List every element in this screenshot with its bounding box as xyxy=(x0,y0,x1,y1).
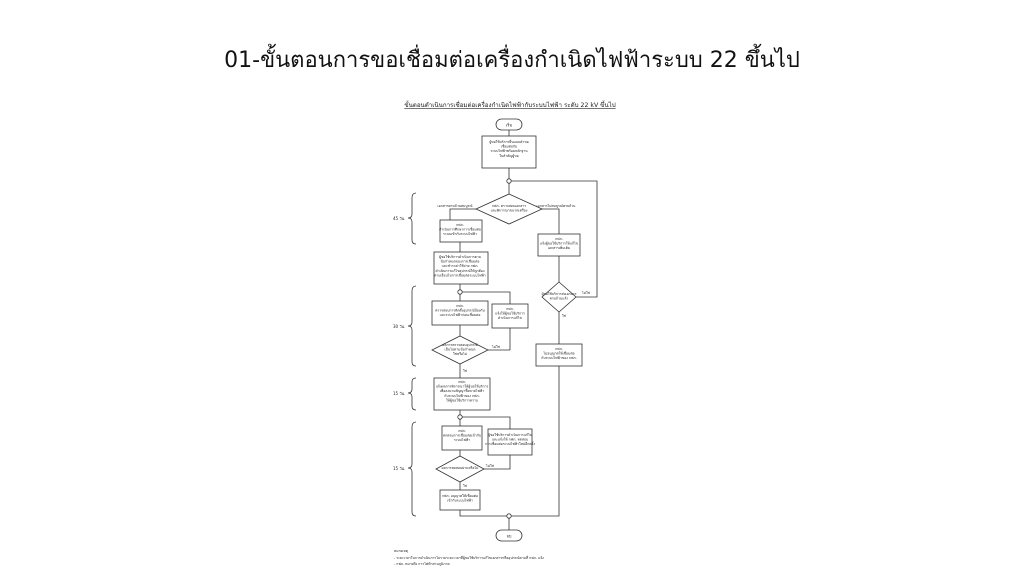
request-docs-step: กฟภ.แจ้งผู้ขอใช้บริการให้แก้ไขเอกสารเพิ่… xyxy=(537,233,581,257)
step-text-line: ระบบเข้ากับระบบไฟฟ้า xyxy=(443,232,477,236)
notes-title: หมายเหตุ xyxy=(394,549,408,554)
flowchart-heading: ขั้นตอนดำเนินการเชื่อมต่อเครื่องกำเนิดไฟ… xyxy=(404,100,615,109)
step-text-line: ผู้ขอใช้บริการดำเนินการตาม xyxy=(439,255,481,259)
step-text-line: เชื่อมต่อกับ xyxy=(501,144,517,149)
step-text-line: ให้ผู้ขอใช้บริการทราบ xyxy=(446,398,478,402)
step-text-line: กฟภ. xyxy=(456,223,464,227)
step-text-line: ผู้ขอใช้บริการดำเนินการแก้ไข xyxy=(488,433,533,437)
step-text-line: และชำระค่าใช้จ่าย กฟภ. xyxy=(442,264,479,268)
step-text-line: ผู้ขอใช้บริการยื่นแบบคำขอ xyxy=(489,139,528,144)
duration-label: 30 วัน xyxy=(393,324,405,329)
notify-result-step: ผู้ขอใช้บริการดำเนินการตามข้อกำหนดของการ… xyxy=(433,251,489,285)
duration-label: 15 วัน xyxy=(393,466,405,471)
decision-test: ผลการทดสอบผ่านหรือไม่ xyxy=(435,455,485,483)
start-label: เริ่ม xyxy=(506,123,513,128)
step-text-line: และพิจารณาขนาดเครื่อง xyxy=(491,208,528,213)
step-text-line: ใช่หรือไม่ xyxy=(453,351,467,356)
study-step: กฟภ.ดำเนินการศึกษาการเชื่อมต่อระบบเข้ากั… xyxy=(439,219,483,243)
cod-step: กฟภ. อนุญาตให้เชื่อมต่อเข้ากับระบบไฟฟ้า xyxy=(439,489,481,511)
step-text-line: เป็นไปตามข้อกำหนด xyxy=(445,346,476,352)
step-text-line: กฟภ. xyxy=(506,307,514,311)
step-text-line: ใบสำคัญผู้ขอ xyxy=(499,154,518,158)
branch-left-label: เอกสารครบถ้วนสมบูรณ์ xyxy=(438,204,474,208)
step-text-line: เอกสารเพิ่มเติม xyxy=(548,245,570,250)
duration-label: 45 วัน xyxy=(393,216,405,221)
contract-step: กฟภ.แจ้งผลการพิจารณาให้ผู้ขอใช้บริการเพื… xyxy=(433,377,491,411)
step-text-line: ดำเนินการแก้ไขอุปกรณ์ให้ถูกต้อง xyxy=(435,269,484,274)
step-text-line: กฟภ. ตรวจสอบเอกสาร xyxy=(492,204,526,208)
yes-label: ใช่ xyxy=(463,484,468,488)
decision-inspect: ผลการตรวจสอบอุปกรณ์เป็นไปตามข้อกำหนดใช่ห… xyxy=(431,335,489,365)
step-text-line: แจ้งผู้ขอใช้บริการให้แก้ไข xyxy=(540,242,579,246)
step-text-line: และระบบไฟฟ้าก่อนเชื่อมต่อ xyxy=(440,312,481,317)
applicant-step: ผู้ขอใช้บริการยื่นแบบคำขอเชื่อมต่อกับระบ… xyxy=(481,135,537,169)
duration-label: 15 วัน xyxy=(393,391,405,396)
fix-notice-step: กฟภ.แจ้งให้ผู้ขอใช้บริการดำเนินการแก้ไข xyxy=(491,303,529,329)
connector xyxy=(457,414,463,420)
notes-line: - กฟภ. หมายถึง การไฟฟ้าส่วนภูมิภาค xyxy=(394,562,450,566)
step-text-line: กฟภ. อนุญาตให้เชื่อมต่อ xyxy=(442,493,478,499)
branch-right-label: เอกสารไม่สมบูรณ์ครบถ้วน xyxy=(537,204,577,208)
step-text-line: กฟภ. xyxy=(555,237,563,241)
flowchart: ขั้นตอนดำเนินการเชื่อมต่อเครื่องกำเนิดไฟ… xyxy=(393,100,616,566)
test-connect-step: กฟภ.ทดสอบการเชื่อมต่อเข้ากับระบบไฟฟ้า xyxy=(441,425,483,451)
reject-step: กฟภ.ไม่อนุญาตให้เชื่อมต่อกับระบบไฟฟ้าของ… xyxy=(535,343,583,367)
no-label: ไม่ใช่ xyxy=(581,291,591,295)
connector xyxy=(506,178,512,184)
step-text-line: กฟภ. xyxy=(555,347,563,351)
step-text-line: ดำเนินการศึกษาการเชื่อมต่อ xyxy=(439,227,481,232)
step-text-line: ข้อกำหนดของการเชื่อมต่อ xyxy=(441,259,480,264)
step-text-line: ผลการทดสอบผ่านหรือไม่ xyxy=(442,465,479,470)
step-text-line: กฟภ. xyxy=(458,429,466,433)
step-text-line: กฟภ. xyxy=(458,380,466,384)
step-text-line: กับระบบไฟฟ้าของ กฟภ. xyxy=(444,394,479,398)
slide-title: 01-ขั้นตอนการขอเชื่อมต่อเครื่องกำเนิดไฟฟ… xyxy=(224,48,800,73)
step-text-line: ระบบไฟฟ้า xyxy=(454,438,470,442)
step-text-line: แจ้งผลการพิจารณาให้ผู้ขอใช้บริการ xyxy=(436,385,489,389)
notes-line: - ระยะเวลาในการดำเนินการไม่รวมระยะเวลาที… xyxy=(394,555,544,561)
no-label: ไม่ใช่ xyxy=(491,345,501,349)
step-text-line: เข้ากับระบบไฟฟ้า xyxy=(447,499,473,503)
step-text-line: กฟภ. xyxy=(456,304,464,308)
end-label: จบ xyxy=(507,534,512,539)
step-text-line: ทดสอบการเชื่อมต่อเข้ากับ xyxy=(443,433,481,438)
connector xyxy=(506,513,512,519)
inspect-step: กฟภ.ตรวจสอบการติดตั้งอุปกรณ์ป้องกันและระ… xyxy=(431,300,489,326)
step-text-line: ตามเงื่อนไขการเชื่อมต่อระบบไฟฟ้า xyxy=(434,272,486,277)
step-text-line: ผู้ขอใช้บริการส่งเอกสาร xyxy=(542,292,577,296)
step-text-line: ผลการตรวจสอบอุปกรณ์ xyxy=(442,343,478,348)
step-text-line: และแจ้งให้ กฟภ. ทดสอบ xyxy=(492,438,528,442)
connector xyxy=(457,289,463,295)
step-text-line: ระบบไฟฟ้าพร้อมหลักฐาน xyxy=(490,149,528,153)
step-text-line: ตรวจสอบการติดตั้งอุปกรณ์ป้องกัน xyxy=(435,308,485,314)
step-text-line: ดำเนินการแก้ไข xyxy=(498,316,523,320)
step-text-line: เพื่อลงนามสัญญาซื้อขายไฟฟ้า xyxy=(440,388,484,393)
step-text-line: ครบถ้วนแล้ว xyxy=(550,297,569,301)
end-terminal xyxy=(495,529,523,542)
no-label: ไม่ใช่ xyxy=(485,464,495,468)
yes-label: ใช่ xyxy=(562,314,567,318)
step-text-line: การเชื่อมต่อระบบไฟฟ้าใหม่อีกครั้ง xyxy=(485,441,535,446)
step-text-line: แจ้งให้ผู้ขอใช้บริการ xyxy=(495,312,525,316)
step-text-line: ไม่อนุญาตให้เชื่อมต่อ xyxy=(542,351,574,357)
step-text-line: กับระบบไฟฟ้าของ กฟภ. xyxy=(541,356,576,360)
yes-label: ใช่ xyxy=(463,369,468,373)
